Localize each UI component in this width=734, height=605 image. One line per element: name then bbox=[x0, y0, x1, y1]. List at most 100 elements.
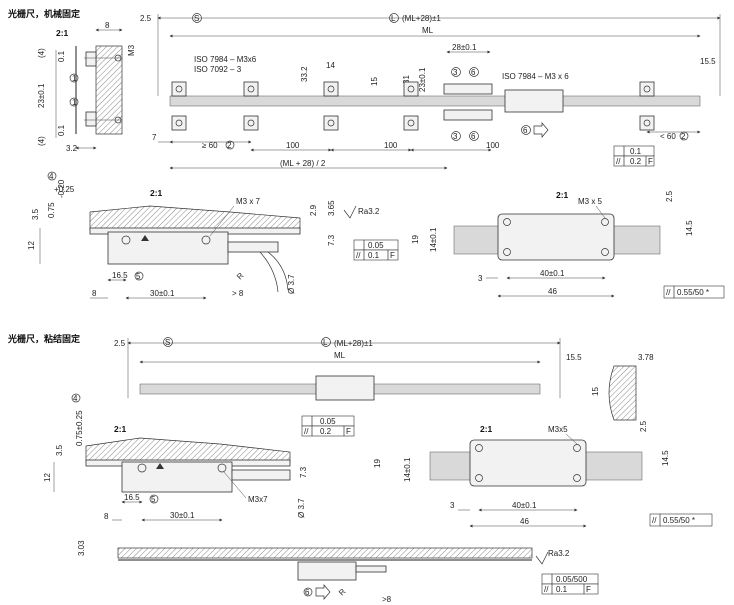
d1-tol-bot: -0.20 bbox=[57, 179, 66, 198]
detail3-scale: 2:1 bbox=[114, 424, 127, 434]
total-length: (ML+28)±1 bbox=[402, 14, 441, 23]
d1-tol-flat: 0.05 bbox=[368, 241, 384, 250]
s2-side-profile bbox=[608, 365, 637, 421]
detail3: 2:1 4 0.75±0.25 3.5 12 7.3 M3x7 16.5 5 8… bbox=[43, 393, 308, 522]
dim-33-2: 33.2 bbox=[300, 66, 309, 82]
iso-3: ISO 7984 – M3 x 6 bbox=[502, 72, 569, 81]
side-dim-4b: (4) bbox=[37, 136, 46, 146]
d2-dim-46: 46 bbox=[548, 287, 557, 296]
side-dim-m3: M3 bbox=[127, 44, 136, 56]
dim-2-5: 2.5 bbox=[140, 14, 152, 23]
dim-15: 15 bbox=[370, 77, 379, 86]
d3-dim-73: 7.3 bbox=[299, 466, 308, 478]
detail4: 2:1 M3x5 2.5 19 14±0.1 14.5 3 40±0.1 46 … bbox=[373, 420, 713, 528]
d1-dim-8: 8 bbox=[92, 289, 97, 298]
d1-dim-29: 2.9 bbox=[309, 204, 318, 216]
detail1-scale: 2:1 bbox=[150, 188, 163, 198]
dim-100c: 100 bbox=[486, 141, 500, 150]
d1-ra: Ra3.2 bbox=[358, 207, 380, 216]
section1-scale-view: 2.5 S L (ML+28)±1 ML ISO 7984 – M3x6 ISO… bbox=[140, 13, 721, 170]
d2-dim-19: 19 bbox=[411, 235, 420, 244]
b-par-icon: // bbox=[544, 585, 549, 594]
s2-reading-head bbox=[315, 375, 375, 401]
detail2-scale: 2:1 bbox=[556, 190, 569, 200]
d2-dim-3: 3 bbox=[478, 274, 483, 283]
b-circle-6: 6 bbox=[305, 588, 310, 597]
section1-title: 光栅尺，机械固定 bbox=[7, 8, 81, 20]
circle-2b: 2 bbox=[681, 132, 686, 141]
d1-tol-top: +0.25 bbox=[54, 185, 75, 194]
d1-dim-30: 30±0.1 bbox=[150, 289, 175, 298]
d1-dim-165: 16.5 bbox=[112, 271, 128, 280]
d2-m3x5: M3 x 5 bbox=[578, 197, 603, 206]
detail4-head bbox=[469, 439, 587, 487]
bottom-view: 3.03 Ra3.2 0.05/500 // 0.1 F 6 R >8 bbox=[77, 540, 599, 604]
s2-circle-l: L bbox=[323, 338, 328, 347]
s2-dim-378: 3.78 bbox=[638, 353, 654, 362]
s2-circle-s: S bbox=[165, 338, 170, 347]
dim-ge60: ≥ 60 bbox=[202, 141, 218, 150]
d3-dim-8: 8 bbox=[104, 512, 109, 521]
d1-dim-12: 12 bbox=[27, 241, 36, 250]
d1-circle-4: 4 bbox=[49, 172, 54, 181]
dim-14: 14 bbox=[326, 61, 335, 70]
circle-6b: 6 bbox=[471, 132, 476, 141]
direction-arrow-icon bbox=[533, 122, 549, 138]
side-circle-1a: 1 bbox=[72, 74, 77, 83]
b-dim-303: 3.03 bbox=[77, 540, 86, 556]
d1-dim-35: 3.5 bbox=[31, 208, 40, 220]
dim-23a: 23±0.1 bbox=[418, 67, 427, 92]
s2-tol-flat: 0.05 bbox=[320, 417, 336, 426]
section1-side-view: 2:1 8 M3 (4) 0.1 23±0.1 0.1 (4) 1 1 3.2 bbox=[37, 21, 136, 153]
side-dim-01a: 0.1 bbox=[57, 50, 66, 62]
d3-dia: Ø 3.7 bbox=[297, 498, 306, 518]
d1-dim-075: 0.75 bbox=[47, 202, 56, 218]
s2-dim-155: 15.5 bbox=[566, 353, 582, 362]
iso-1: ISO 7984 – M3x6 bbox=[194, 55, 257, 64]
d3-circle-4: 4 bbox=[73, 394, 78, 403]
s2-dim-25: 2.5 bbox=[114, 339, 126, 348]
d3-dim-30: 30±0.1 bbox=[170, 511, 195, 520]
d4-dim-3: 3 bbox=[450, 501, 455, 510]
tol-flat-1: 0.1 bbox=[630, 147, 642, 156]
dim-lt60: < 60 bbox=[660, 132, 676, 141]
d1-datum: F bbox=[390, 251, 395, 260]
b-tol-flat: 0.05/500 bbox=[556, 575, 588, 584]
detail4-scale: 2:1 bbox=[480, 424, 493, 434]
d1-m3x7: M3 x 7 bbox=[236, 197, 261, 206]
d4-dim-145: 14.5 bbox=[661, 450, 670, 466]
d4-dim-40: 40±0.1 bbox=[512, 501, 537, 510]
d4-dim-14: 14±0.1 bbox=[403, 457, 412, 482]
d1-circle-5: 5 bbox=[136, 272, 141, 281]
side-dim-01b: 0.1 bbox=[57, 124, 66, 136]
d2-tol: 0.55/50 * bbox=[677, 288, 709, 297]
tol-par-1: 0.2 bbox=[630, 157, 642, 166]
dim-100b: 100 bbox=[384, 141, 398, 150]
d4-tol: 0.55/50 * bbox=[663, 516, 695, 525]
circle-6a: 6 bbox=[471, 68, 476, 77]
d1-tol-par: 0.1 bbox=[368, 251, 380, 260]
side-dim-23: 23±0.1 bbox=[37, 83, 46, 108]
side-dim-32: 3.2 bbox=[66, 144, 78, 153]
dim-15-5: 15.5 bbox=[700, 57, 716, 66]
s2-tol-par: 0.2 bbox=[320, 427, 332, 436]
b-head bbox=[297, 561, 357, 581]
b-gt8: >8 bbox=[382, 595, 392, 604]
side-dim-4a: (4) bbox=[37, 48, 46, 58]
datum-f-1: F bbox=[648, 157, 653, 166]
b-ra: Ra3.2 bbox=[548, 549, 570, 558]
circle-s: S bbox=[194, 14, 199, 23]
dim-7: 7 bbox=[152, 133, 157, 142]
s2-par-icon: // bbox=[304, 427, 309, 436]
dim-31: 31 bbox=[402, 75, 411, 84]
b-roughness-icon bbox=[535, 551, 549, 565]
circle-l: L bbox=[391, 14, 396, 23]
d1-r: R bbox=[235, 271, 246, 282]
scale-body bbox=[169, 95, 701, 107]
d3-dim-165: 16.5 bbox=[124, 493, 140, 502]
roughness-icon bbox=[343, 205, 357, 219]
dim-28: 28±0.1 bbox=[452, 43, 477, 52]
b-direction-arrow-icon bbox=[315, 584, 331, 600]
d1-dim-73: 7.3 bbox=[327, 234, 336, 246]
